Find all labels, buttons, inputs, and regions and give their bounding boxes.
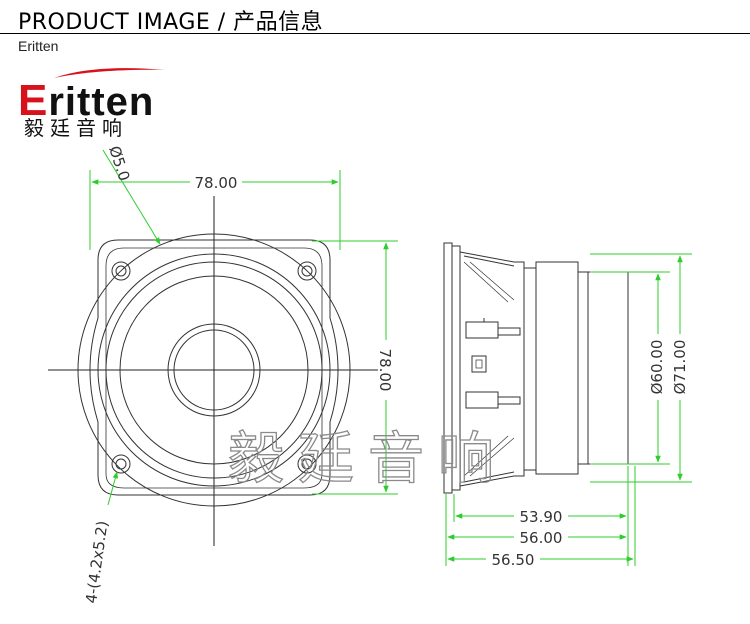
basket-back [523,267,537,471]
front-flange [89,239,339,496]
dim-cone-diameter: Ø5.0 [105,144,133,183]
header-divider [0,33,750,34]
dim-front-height: 78.00 [376,349,394,392]
brand-label: Eritten [18,38,59,54]
page-title: PRODUCT IMAGE / 产品信息 [18,10,324,35]
brand-logo: Eritten 毅廷音响 [18,66,168,140]
mount-hole-top-left [111,261,131,281]
hole-leader-line [107,471,119,506]
mount-hole-bottom-right [297,454,317,474]
dim-front-width: 78.00 [195,174,238,192]
dim-depth-2: 56.00 [520,529,563,547]
terminal-bottom [465,391,521,409]
dim-frame-diameter: Ø71.00 [671,340,689,395]
dim-depth-1: 53.90 [520,508,563,526]
front-view [48,196,378,546]
watermark-text: 毅廷音响 [228,427,508,492]
dim-mount-holes: 4-(4.2x5.2) [82,520,111,605]
side-flange [443,242,453,494]
mount-hole-top-right [297,261,317,281]
dim-magnet-diameter: Ø60.00 [648,340,666,395]
side-dimensions [445,253,692,566]
dim-depth-3: 56.50 [492,551,535,569]
magnet-body [587,271,629,465]
side-view [443,242,629,494]
magnet-front-plate [535,261,579,475]
header: PRODUCT IMAGE / 产品信息 [0,0,750,35]
frame-outer-ring [77,233,351,507]
dust-cap-inner [173,329,255,411]
logo-swoosh-icon [54,68,165,78]
cone-edge [119,275,309,465]
terminal-top [465,318,521,339]
mount-hole-bottom-left [111,454,131,474]
logo-letter-e: E [18,76,49,125]
dust-cap-outer [167,323,261,417]
logo-wordmark: Eritten [18,76,154,126]
front-dimensions [89,149,398,506]
terminal-polarity-mark [471,355,487,373]
side-basket [459,251,525,487]
cone-leader-line [102,149,161,245]
surround-outer [97,253,331,487]
logo-letters: ritten [48,80,155,124]
logo-chinese-name: 毅廷音响 [24,116,128,140]
